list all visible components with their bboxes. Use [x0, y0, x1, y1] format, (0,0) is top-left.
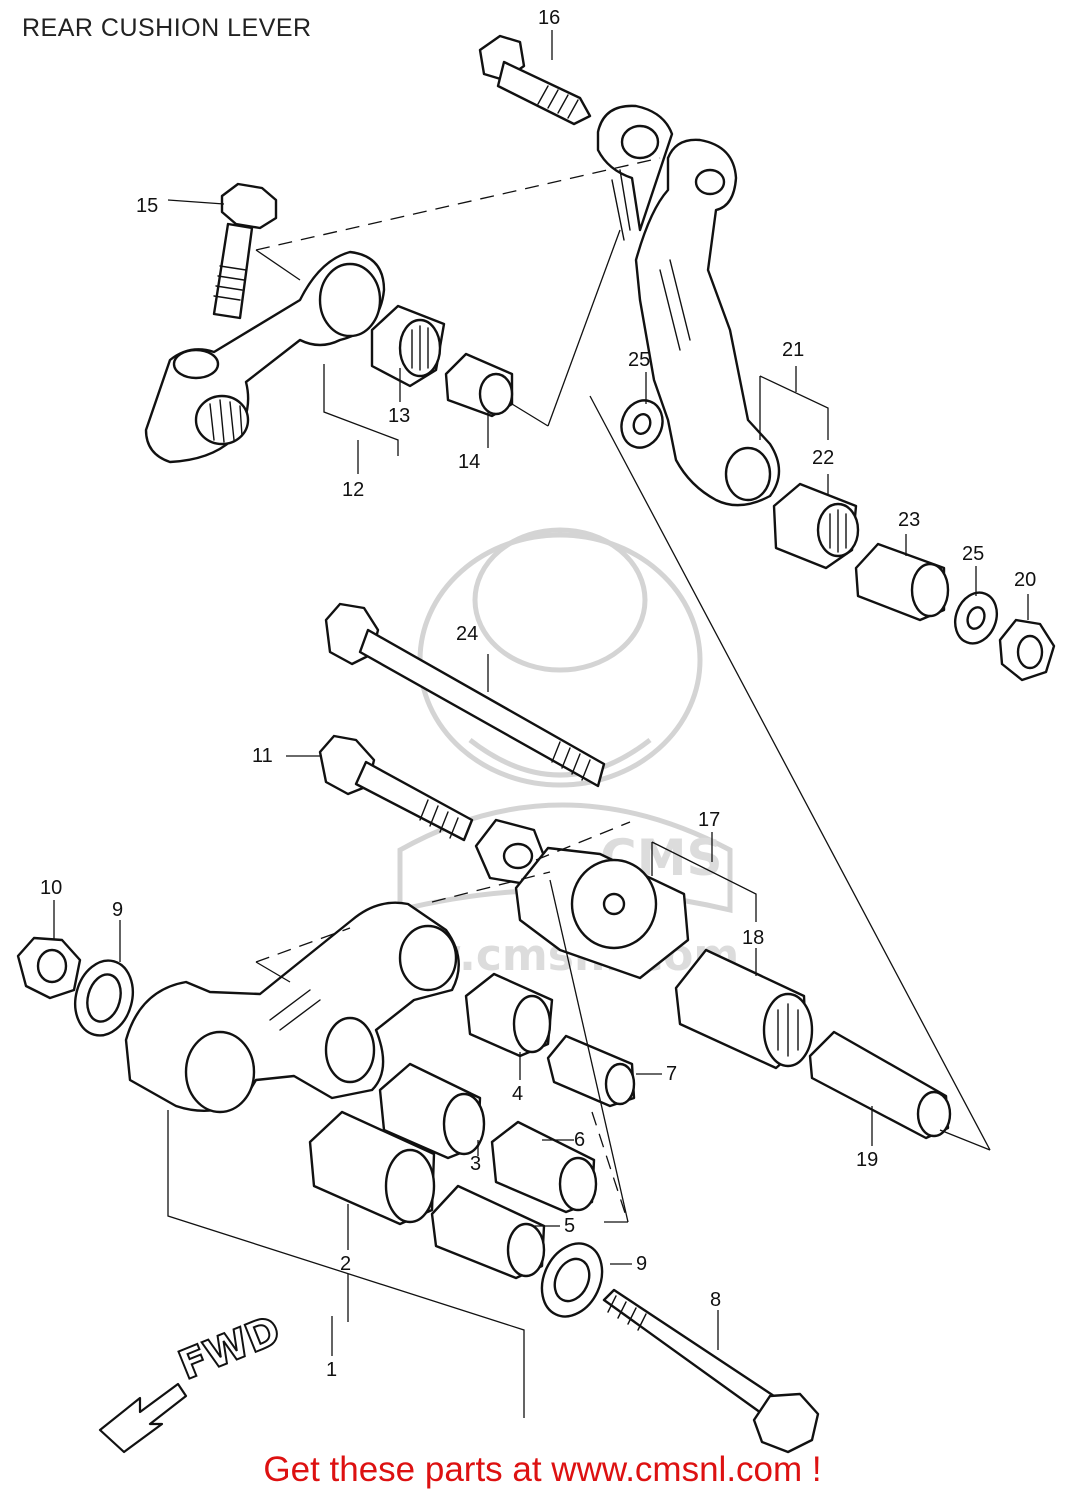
part-bolt-8 — [602, 1288, 820, 1454]
part-bearing-4 — [464, 972, 554, 1058]
callout-3: 3 — [470, 1153, 481, 1175]
callout-12: 12 — [342, 479, 364, 501]
callout-brackets — [53, 30, 1029, 1418]
callout-9a: 9 — [112, 899, 123, 921]
callout-10: 10 — [40, 877, 62, 899]
callout-22: 22 — [812, 447, 834, 469]
callout-1: 1 — [326, 1359, 337, 1381]
diagram-title: REAR CUSHION LEVER — [22, 14, 312, 42]
callout-21: 21 — [782, 339, 804, 361]
callout-4: 4 — [512, 1083, 523, 1105]
callout-5: 5 — [564, 1215, 575, 1237]
part-washer-25-upper — [620, 399, 664, 449]
fwd-arrow: FWD — [98, 1306, 288, 1454]
part-spacer-7 — [546, 1034, 636, 1108]
part-spacer-5 — [430, 1184, 546, 1280]
callout-numbers: 16 15 13 14 12 21 25 22 23 25 20 24 11 1… — [40, 7, 1036, 1381]
callout-25b: 25 — [962, 543, 984, 565]
part-cushion-rod-end-18 — [514, 846, 690, 980]
leader-lines — [255, 157, 991, 1223]
part-washer-9-right — [540, 1242, 604, 1318]
callout-7: 7 — [666, 1063, 677, 1085]
part-spacer-14 — [444, 352, 514, 418]
part-bolt-16 — [478, 34, 592, 126]
callout-18: 18 — [742, 927, 764, 949]
callout-25a: 25 — [628, 349, 650, 371]
callout-15: 15 — [136, 195, 158, 217]
callout-17: 17 — [698, 809, 720, 831]
part-spacer-23 — [854, 542, 950, 622]
part-washer-9-left — [74, 959, 134, 1037]
part-nut-20 — [998, 618, 1056, 682]
part-lever-12 — [144, 250, 386, 464]
callout-19: 19 — [856, 1149, 878, 1171]
callout-20: 20 — [1014, 569, 1036, 591]
part-bearing-18 — [674, 948, 814, 1070]
callout-13: 13 — [388, 405, 410, 427]
part-bearing-22 — [772, 482, 860, 570]
part-bolt-11 — [318, 734, 474, 842]
footer-link[interactable]: Get these parts at www.cmsnl.com ! — [263, 1450, 822, 1489]
part-nut-10 — [16, 936, 82, 1000]
callout-24: 24 — [456, 623, 478, 645]
fwd-label: FWD — [173, 1307, 287, 1389]
part-bolt-15 — [212, 182, 278, 320]
callout-23: 23 — [898, 509, 920, 531]
part-bearing-2 — [308, 1110, 436, 1226]
callout-11: 11 — [252, 745, 273, 767]
callout-14: 14 — [458, 451, 480, 473]
callout-2: 2 — [340, 1253, 351, 1275]
part-bolt-24 — [324, 602, 606, 788]
callout-6: 6 — [574, 1129, 585, 1151]
part-cushion-rod-21 — [596, 104, 781, 507]
part-bearing-13 — [370, 304, 446, 388]
callout-9b: 9 — [636, 1253, 647, 1275]
part-spacer-6 — [490, 1120, 598, 1214]
callout-16: 16 — [538, 7, 560, 29]
part-washer-25-lower — [954, 591, 998, 645]
part-lever-1 — [124, 901, 460, 1114]
callout-8: 8 — [710, 1289, 721, 1311]
part-spacer-19 — [808, 1030, 952, 1140]
